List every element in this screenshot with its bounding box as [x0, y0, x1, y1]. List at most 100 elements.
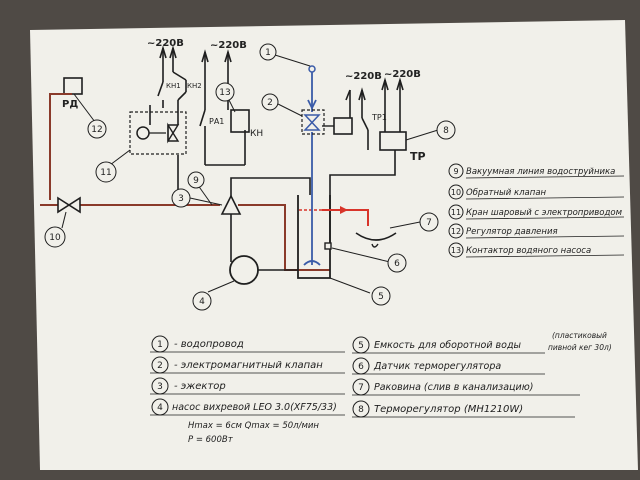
contactor-coil-kn [230, 109, 250, 133]
svg-text:- электромагнитный клапан: - электромагнитный клапан [174, 360, 323, 371]
svg-text:Терморегулятор (MH1210W): Терморегулятор (MH1210W) [374, 404, 523, 415]
leader-lines [61, 54, 439, 294]
label-tr: ТР [410, 150, 426, 163]
svg-text:13: 13 [219, 88, 230, 98]
thermo-sensor-icon [324, 242, 332, 250]
paper-sheet [30, 20, 638, 470]
legend-left-item: 3 - эжектор [150, 377, 345, 395]
svg-text:7: 7 [358, 383, 364, 393]
svg-text:10: 10 [49, 233, 61, 243]
water-supply-line [303, 72, 321, 266]
svg-text:5: 5 [378, 292, 384, 302]
drain-outlet-line [322, 209, 369, 226]
marker-10: 10 [44, 226, 66, 248]
svg-text:6: 6 [394, 259, 400, 269]
svg-text:9: 9 [193, 176, 199, 186]
svg-text:1: 1 [157, 340, 163, 350]
marker-3: 3 [171, 188, 191, 208]
marker-8: 8 [436, 120, 456, 140]
svg-text:2: 2 [267, 98, 273, 108]
svg-text:Кран шаровый с электроприводом: Кран шаровый с электроприводом [466, 208, 623, 218]
label-ra1: РА1 [209, 117, 224, 126]
svg-text:3: 3 [178, 194, 184, 204]
pressure-regulator-box [63, 77, 83, 95]
marker-6: 6 [387, 253, 407, 273]
svg-text:4: 4 [199, 297, 205, 307]
svg-text:13: 13 [451, 246, 461, 255]
legend-right-item: 9 Вакуумная линия водоструйника [448, 163, 625, 179]
tank-note-line1: (пластиковый [552, 331, 607, 340]
svg-text:Обратный клапан: Обратный клапан [466, 188, 547, 198]
marker-11: 11 [95, 161, 117, 183]
svg-text:9: 9 [453, 167, 458, 176]
marker-7: 7 [419, 212, 439, 232]
voltage-label-tr1: ~220В [345, 71, 382, 82]
label-pd: РД [62, 99, 78, 110]
marker-13: 13 [215, 82, 235, 102]
marker-5: 5 [371, 286, 391, 306]
legend-mid-item: 7 Раковина (слив в канализацию) [352, 378, 580, 396]
svg-text:- водопровод: - водопровод [174, 339, 244, 350]
svg-text:8: 8 [443, 126, 449, 136]
svg-text:насос вихревой LEO 3.0(XF75/33: насос вихревой LEO 3.0(XF75/33) [172, 402, 337, 413]
marker-1: 1 [259, 43, 277, 61]
electrical-wiring [149, 45, 404, 245]
svg-text:11: 11 [100, 168, 111, 178]
svg-text:Емкость для оборотной воды: Емкость для оборотной воды [374, 340, 522, 351]
svg-text:12: 12 [91, 125, 102, 135]
number-markers: 1 2 3 4 5 6 7 8 9 10 11 12 13 [44, 43, 456, 311]
solenoid-valve-icon [303, 114, 321, 131]
svg-text:Датчик терморегулятора: Датчик терморегулятора [373, 361, 501, 372]
label-kn: КН [250, 129, 263, 139]
svg-text:11: 11 [451, 208, 461, 217]
svg-text:12: 12 [451, 227, 461, 236]
tank-note-line2: пивной кег 30л) [548, 343, 612, 352]
legend-left-item: 1 - водопровод [150, 335, 345, 353]
voltage-label-ra: ~220В [210, 40, 247, 51]
ball-valve-dashed-box [129, 111, 187, 155]
sink-icon [355, 232, 397, 241]
svg-text:1: 1 [265, 48, 271, 58]
svg-text:Вакуумная линия водоструйника: Вакуумная линия водоструйника [466, 167, 615, 177]
svg-text:5: 5 [358, 341, 364, 351]
legend-mid: 5 Емкость для оборотной воды 6 Датчик те… [352, 331, 612, 418]
svg-text:2: 2 [157, 361, 163, 371]
svg-text:8: 8 [358, 405, 364, 415]
svg-text:- эжектор: - эжектор [174, 381, 226, 392]
legend-mid-item: 6 Датчик терморегулятора [352, 357, 545, 375]
voltage-label-kh: ~220В [147, 38, 184, 49]
svg-text:Раковина (слив в канализацию): Раковина (слив в канализацию) [374, 382, 533, 393]
voltage-label-tr: ~220В [384, 69, 421, 80]
svg-text:Регулятор давления: Регулятор давления [466, 227, 558, 237]
legend-right: 9 Вакуумная линия водоструйника 10 Обрат… [448, 163, 625, 258]
legend-right-item: 12 Регулятор давления [448, 223, 625, 239]
label-kh2: КН2 [187, 82, 202, 90]
svg-text:4: 4 [157, 403, 163, 413]
legend-right-item: 10 Обратный клапан [448, 184, 625, 200]
tank-icon [297, 195, 331, 279]
label-tr1: ТР1 [371, 113, 387, 122]
legend-right-item: 13 Контактор водяного насоса [448, 242, 625, 258]
svg-text:Контактор водяного насоса: Контактор водяного насоса [466, 246, 591, 256]
legend-left: 1 - водопровод 2 - электромагнитный клап… [150, 335, 345, 445]
label-kh1: КН1 [166, 82, 181, 90]
pump-spec-power: P = 600Вт [188, 435, 234, 445]
svg-text:10: 10 [451, 188, 461, 197]
marker-12: 12 [87, 119, 107, 139]
svg-text:3: 3 [157, 382, 163, 392]
marker-2: 2 [261, 93, 279, 111]
check-valve-icon [57, 196, 81, 214]
water-tap-icon [308, 65, 316, 73]
svg-text:7: 7 [426, 218, 432, 228]
thermoregulator-box [379, 131, 407, 151]
solenoid-valve-box [301, 109, 325, 135]
legend-right-item: 11 Кран шаровый с электроприводом [448, 204, 625, 220]
drain-arrow-icon [340, 206, 348, 214]
legend-left-item: 2 - электромагнитный клапан [150, 356, 345, 374]
svg-text:6: 6 [358, 362, 364, 372]
legend-left-item: 4 насос вихревой LEO 3.0(XF75/33) [150, 398, 345, 416]
legend-mid-item: 8 Терморегулятор (MH1210W) [352, 400, 575, 418]
vacuum-line [40, 93, 330, 271]
